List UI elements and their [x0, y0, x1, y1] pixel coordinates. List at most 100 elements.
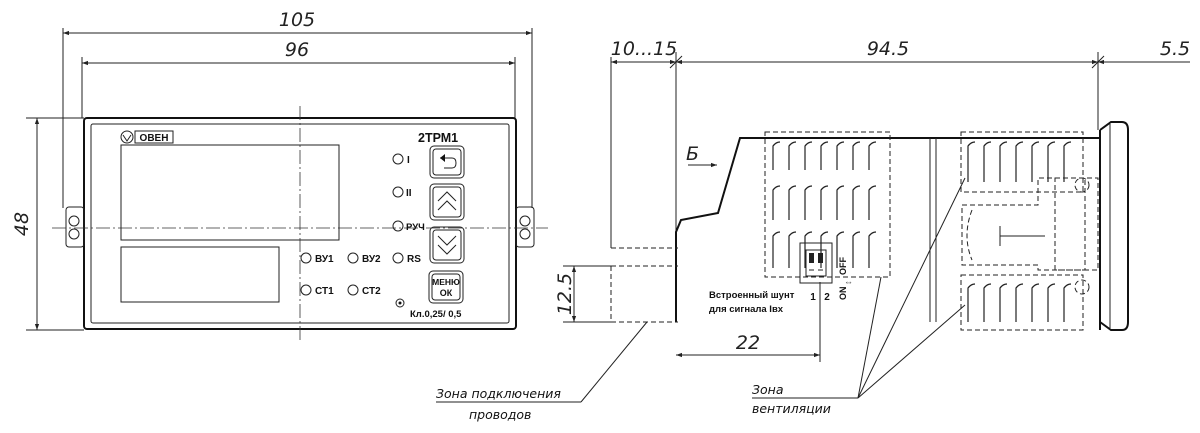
clip-circle [1074, 177, 1090, 193]
ventilation-zone-3 [960, 274, 1084, 331]
led-label-st2: СТ2 [362, 286, 381, 297]
menu-ok-button[interactable]: МЕНЮ ОК [428, 270, 464, 304]
dimension-terminal-height: 12.5 [554, 273, 576, 315]
vent-slot [868, 185, 877, 220]
vent-slot [1015, 141, 1024, 182]
brand-logo: ОВЕН [120, 130, 174, 144]
vent-slot [836, 141, 845, 170]
display-lower [120, 246, 280, 303]
dimension-height: 48 [11, 212, 33, 236]
vent-slot [1031, 283, 1040, 322]
vent-slot [983, 283, 992, 322]
vent-slots-3 [967, 283, 1072, 322]
switch-position-1: 1 [810, 292, 816, 303]
clip-circle [1074, 279, 1090, 295]
vent-slot [820, 141, 829, 170]
clip-housing [1054, 177, 1086, 271]
return-arrow-icon [440, 157, 457, 169]
switch-position-2: 2 [824, 292, 830, 303]
led-vu1 [300, 252, 312, 264]
switch-off-label: OFF [838, 257, 848, 275]
vent-slot [1031, 141, 1040, 182]
led-label-rs: RS [407, 254, 421, 265]
vent-slot [1047, 283, 1056, 322]
leader-line-vent [857, 177, 966, 399]
vent-slot [999, 141, 1008, 182]
front-view: 105 96 48 ОВ [11, 9, 548, 340]
internal-connector-curve [966, 209, 973, 261]
vent-slot [1063, 283, 1072, 322]
vent-slot [967, 141, 976, 182]
accuracy-class: Кл.0,25/ 0,5 [410, 309, 462, 320]
led-i [392, 153, 404, 165]
dimension-mount-depth: 10...15 [611, 38, 677, 60]
led-label-manual: РУЧ [406, 222, 425, 233]
mounting-clip-left [65, 206, 85, 248]
vent-slot [820, 185, 829, 220]
vent-slot [788, 185, 797, 220]
menu-label: МЕНЮ [432, 277, 460, 287]
dimension-overall-width: 105 [279, 9, 315, 31]
dimension-panel-width: 96 [285, 39, 309, 61]
ok-label: ОК [440, 288, 453, 298]
vent-slot [804, 141, 813, 170]
vent-slot [772, 141, 781, 170]
led-rs [392, 252, 404, 264]
switch-arrow-icon: ⇔ [844, 277, 853, 287]
led-ii [392, 186, 404, 198]
vent-slot [983, 141, 992, 182]
shunt-note-line1: Встроенный шунт [709, 290, 795, 301]
side-view: 10...15 94.5 5.5 Б 12.5 22 [436, 38, 1190, 422]
vent-slot [804, 231, 813, 268]
vent-slots-2 [967, 141, 1072, 182]
shunt-note-line2: для сигнала Iвх [709, 304, 784, 315]
wiring-zone-label-1: Зона подключения [436, 386, 561, 401]
vent-slot [852, 231, 861, 268]
vent-slot [1063, 141, 1072, 182]
led-st1 [300, 284, 312, 296]
leader-line-vent [857, 304, 966, 399]
led-label-ii: II [406, 188, 412, 199]
mounting-clip-right [515, 206, 535, 248]
down-button[interactable] [429, 226, 465, 264]
vent-zone-label-2: вентиляции [752, 401, 831, 416]
dimension-shunt-offset: 22 [736, 332, 760, 354]
vent-zone-label-1: Зона [752, 382, 784, 397]
vent-slot [868, 141, 877, 170]
ventilation-zone-2 [960, 131, 1084, 193]
accuracy-mark-icon [395, 298, 405, 308]
vent-slot [852, 141, 861, 170]
vent-slot [788, 231, 797, 268]
vent-slot [967, 283, 976, 322]
vent-slot [772, 185, 781, 220]
vent-slot [852, 185, 861, 220]
led-label-vu1: ВУ1 [315, 254, 334, 265]
leader-line-wiring [580, 321, 648, 403]
vent-slot [868, 231, 877, 268]
vent-slots-1 [772, 141, 877, 268]
leader-line-vent [857, 276, 882, 399]
front-bezel [1099, 121, 1129, 331]
led-manual [392, 220, 404, 232]
led-label-st1: СТ1 [315, 286, 334, 297]
led-label-i: I [407, 155, 410, 166]
vent-slot [836, 231, 845, 268]
ventilation-zone-1 [764, 131, 891, 278]
vent-slot [1015, 283, 1024, 322]
vent-slot [1047, 141, 1056, 182]
double-chevron-down-icon [437, 235, 457, 255]
vent-slot [788, 141, 797, 170]
vent-slot [804, 185, 813, 220]
internal-connector-outline [961, 177, 1099, 271]
dimension-bezel-depth: 5.5 [1160, 38, 1190, 60]
up-button[interactable] [429, 183, 465, 221]
dimension-tick [669, 55, 683, 69]
dip-switch[interactable] [799, 242, 833, 284]
led-vu2 [347, 252, 359, 264]
led-label-vu2: ВУ2 [362, 254, 381, 265]
back-button[interactable] [429, 145, 465, 179]
led-st2 [347, 284, 359, 296]
vent-slot [836, 185, 845, 220]
svg-text:ОВЕН: ОВЕН [140, 133, 169, 144]
